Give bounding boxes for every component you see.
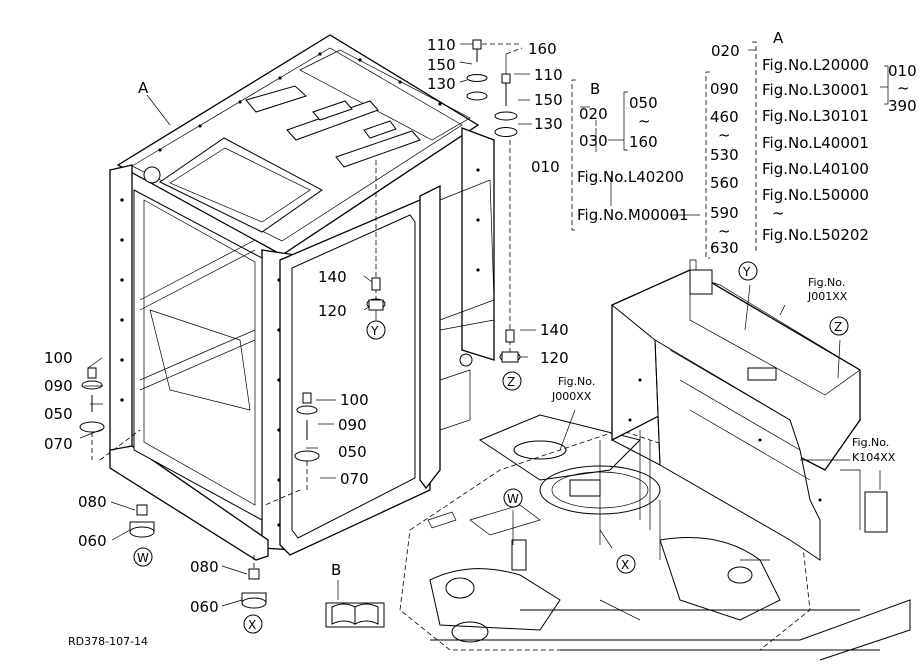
text-labels: A B RD378-107-14 110 150 130 160 110 150… — [44, 29, 917, 648]
cab-pillar-left — [109, 164, 133, 459]
roof-bolt-stack-1 — [466, 39, 522, 101]
part-140-b: 140 — [540, 321, 569, 339]
table-A-fig6: Fig.No.L50000 — [762, 186, 869, 204]
part-100-b: 100 — [340, 391, 369, 409]
mount-W-stack — [129, 504, 155, 538]
callout-Y-2: Y — [742, 265, 751, 279]
left-mount-stack — [79, 367, 141, 461]
figref-j000-line1: Fig.No. — [558, 375, 595, 388]
callout-Z-1: Z — [507, 375, 515, 389]
table-A-fig1: Fig.No.L20000 — [762, 56, 869, 74]
part-110-b: 110 — [534, 66, 563, 84]
table-R-390: 390 — [888, 97, 917, 115]
part-070-b: 070 — [340, 470, 369, 488]
part-010: 010 — [531, 158, 560, 176]
part-050-b: 050 — [338, 443, 367, 461]
part-160: 160 — [528, 40, 557, 58]
table-B-030: 030 — [579, 132, 608, 150]
table-C-tilde-2: ~ — [718, 222, 731, 240]
part-120-b: 120 — [540, 349, 569, 367]
rear-cover — [611, 259, 861, 561]
mount-X-stack — [241, 555, 267, 609]
part-090-b: 090 — [338, 416, 367, 434]
table-R-010: 010 — [888, 62, 917, 80]
part-080-a: 080 — [78, 493, 107, 511]
deck-plate — [478, 414, 641, 481]
callout-X-1: X — [248, 618, 256, 632]
table-C-560: 560 — [710, 174, 739, 192]
callout-W-1: W — [137, 551, 149, 565]
table-C-530: 530 — [710, 146, 739, 164]
part-070-a: 070 — [44, 435, 73, 453]
part-060-b: 060 — [190, 598, 219, 616]
part-130-a: 130 — [427, 75, 456, 93]
table-A-fig2: Fig.No.L30001 — [762, 81, 869, 99]
part-090-a: 090 — [44, 377, 73, 395]
figref-j000-line2: J000XX — [551, 390, 592, 403]
part-100-a: 100 — [44, 349, 73, 367]
machine-frame — [399, 414, 911, 661]
table-B-020: 020 — [579, 105, 608, 123]
manual-book-icon — [325, 602, 385, 628]
frame-bolts — [120, 52, 480, 527]
part-050-a: 050 — [44, 405, 73, 423]
part-080-b: 080 — [190, 558, 219, 576]
figref-j001-line1: Fig.No. — [808, 276, 845, 289]
part-120-a: 120 — [318, 302, 347, 320]
table-A-fig7: Fig.No.L50202 — [762, 226, 869, 244]
table-B-fig1: Fig.No.L40200 — [577, 168, 684, 186]
table-C-090: 090 — [710, 80, 739, 98]
label-B-book: B — [331, 561, 341, 579]
part-150-b: 150 — [534, 91, 563, 109]
table-brackets — [571, 41, 889, 259]
table-B-tilde: ~ — [638, 112, 651, 130]
part-110-a: 110 — [427, 36, 456, 54]
part-060-a: 060 — [78, 532, 107, 550]
table-R-tilde: ~ — [897, 79, 910, 97]
mount-Y-stack — [366, 160, 386, 320]
callout-X-2: X — [621, 558, 629, 572]
table-A-fig5: Fig.No.L40100 — [762, 160, 869, 178]
cab-bottom-rail — [109, 445, 269, 561]
callout-Y-1: Y — [370, 324, 379, 338]
mount-Z-stack — [499, 140, 521, 363]
table-A-020: 020 — [711, 42, 740, 60]
table-C-460: 460 — [710, 108, 739, 126]
table-B-fig2: Fig.No.M00001 — [577, 206, 689, 224]
figref-k104-line1: Fig.No. — [852, 436, 889, 449]
callout-Z-2: Z — [834, 320, 842, 334]
table-C-tilde-1: ~ — [718, 126, 731, 144]
mid-mount-stack — [264, 392, 320, 506]
table-A-fig3: Fig.No.L30101 — [762, 107, 869, 125]
table-A-fig4: Fig.No.L40001 — [762, 134, 869, 152]
doc-code: RD378-107-14 — [68, 635, 148, 648]
part-140-a: 140 — [318, 268, 347, 286]
callout-W-2: W — [507, 492, 519, 506]
label-A-cab: A — [138, 79, 149, 97]
callout-circles — [133, 261, 849, 634]
table-B-050: 050 — [629, 94, 658, 112]
roof-bolt-stack-2 — [494, 47, 523, 137]
figref-j001-line2: J001XX — [807, 290, 848, 303]
table-C-590: 590 — [710, 204, 739, 222]
part-150-a: 150 — [427, 56, 456, 74]
table-B-head: B — [590, 80, 600, 98]
cab-sunroof — [159, 137, 323, 233]
part-130-b: 130 — [534, 115, 563, 133]
table-B-160: 160 — [629, 133, 658, 151]
cab-frame — [109, 34, 495, 561]
table-C-630: 630 — [710, 239, 739, 257]
leader-lines — [79, 43, 850, 607]
table-A-head: A — [773, 29, 784, 47]
table-A-tilde: ~ — [772, 204, 785, 222]
figref-k104-line2: K104XX — [852, 451, 896, 464]
